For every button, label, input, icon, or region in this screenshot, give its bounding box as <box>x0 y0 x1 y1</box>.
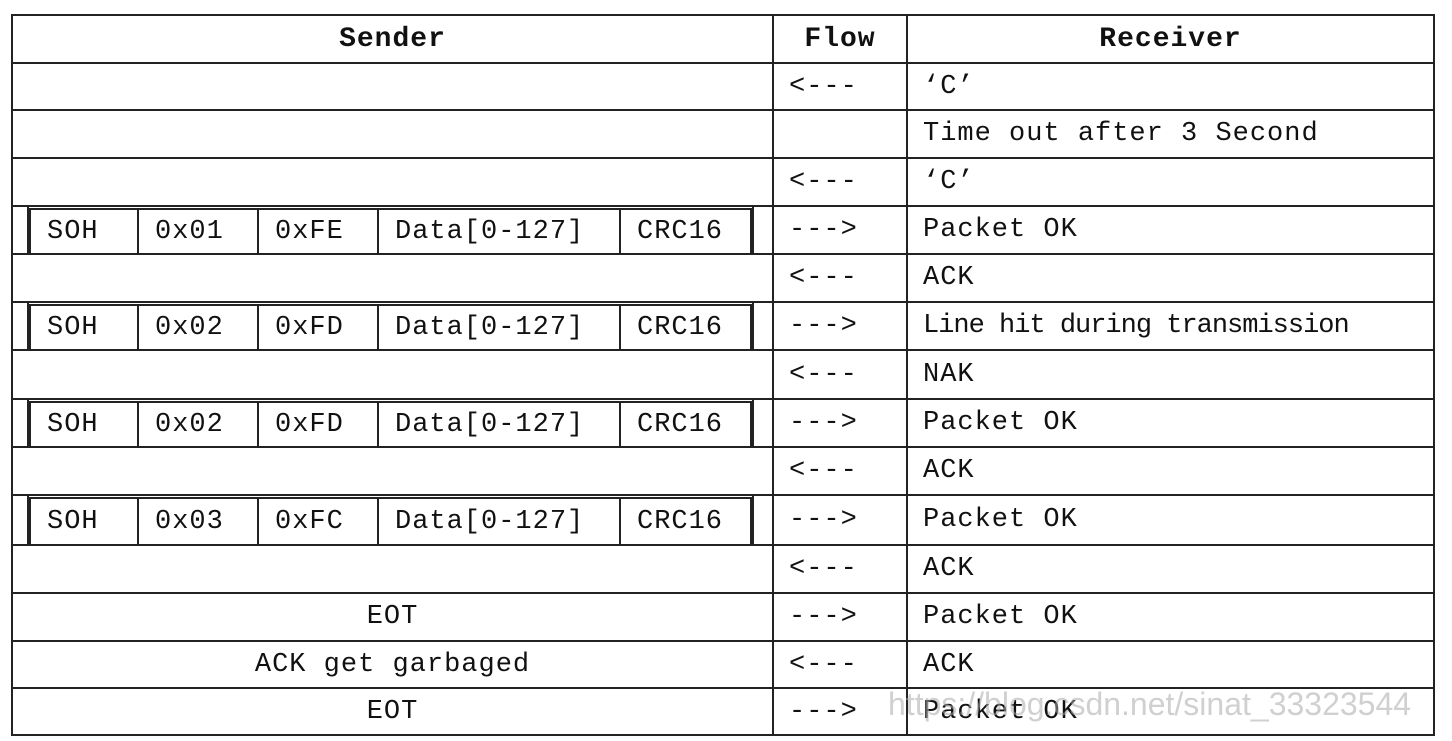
packet-field-block-number: 0x02 <box>139 306 259 349</box>
table-row: SOH 0x01 0xFE Data[0-127] CRC16 ---> Pac… <box>13 207 1433 255</box>
receiver-cell: ACK <box>906 255 1433 301</box>
sender-cell: EOT <box>366 696 419 727</box>
packet-field-crc: CRC16 <box>637 409 724 440</box>
receiver-cell: ‘C’ <box>906 159 1433 205</box>
packet-field-block-number: 0x01 <box>139 210 259 253</box>
sender-cell: SOH 0x02 0xFD Data[0-127] CRC16 <box>13 400 772 446</box>
flow-cell: ---> <box>772 303 906 349</box>
table-row: <--- ACK <box>13 448 1433 496</box>
sender-cell: SOH 0x02 0xFD Data[0-127] CRC16 <box>13 303 772 349</box>
flow-cell: <--- <box>772 159 906 205</box>
table-row: SOH 0x02 0xFD Data[0-127] CRC16 ---> Lin… <box>13 303 1433 351</box>
table-row: <--- NAK <box>13 351 1433 400</box>
header-flow: Flow <box>772 16 906 62</box>
packet-field-block-number: 0x02 <box>139 403 259 446</box>
packet-field-soh: SOH <box>31 210 139 253</box>
receiver-cell: Packet OK <box>906 689 1433 734</box>
receiver-cell: Time out after 3 Second <box>906 111 1433 157</box>
packet-frame: SOH 0x02 0xFD Data[0-127] CRC16 <box>27 303 754 349</box>
table-row: Time out after 3 Second <box>13 111 1433 159</box>
sender-cell <box>13 546 772 592</box>
flow-cell: ---> <box>772 496 906 544</box>
packet-field-block-complement: 0xFC <box>259 499 379 544</box>
sender-cell: EOT <box>366 602 419 632</box>
flow-cell: <--- <box>772 255 906 301</box>
packet-field-block-complement: 0xFD <box>259 306 379 349</box>
packet-fields: SOH 0x03 0xFC Data[0-127] CRC16 <box>29 497 752 544</box>
sender-cell: SOH 0x03 0xFC Data[0-127] CRC16 <box>13 496 772 544</box>
packet-field-block-complement: 0xFE <box>259 210 379 253</box>
packet-field-soh: SOH <box>31 403 139 446</box>
flow-cell: <--- <box>772 448 906 494</box>
packet-fields: SOH 0x01 0xFE Data[0-127] CRC16 <box>29 208 752 253</box>
sender-cell <box>13 64 772 109</box>
sender-cell <box>13 111 772 157</box>
receiver-cell: ACK <box>906 642 1433 687</box>
receiver-cell: ‘C’ <box>906 64 1433 109</box>
table-row: SOH 0x02 0xFD Data[0-127] CRC16 ---> Pac… <box>13 400 1433 448</box>
receiver-cell: Line hit during transmission <box>906 303 1433 349</box>
table-row: <--- ACK <box>13 546 1433 594</box>
receiver-cell: NAK <box>906 351 1433 398</box>
table-row: <--- ‘C’ <box>13 64 1433 111</box>
packet-field-data: Data[0-127] <box>379 499 621 544</box>
flow-cell: <--- <box>772 546 906 592</box>
receiver-cell: Packet OK <box>906 207 1433 253</box>
packet-fields: SOH 0x02 0xFD Data[0-127] CRC16 <box>29 304 752 349</box>
flow-cell: <--- <box>772 642 906 687</box>
packet-frame: SOH 0x02 0xFD Data[0-127] CRC16 <box>27 400 754 446</box>
flow-cell <box>772 111 906 157</box>
receiver-cell: Packet OK <box>906 496 1433 544</box>
table-header: Sender Flow Receiver <box>13 16 1433 64</box>
packet-field-crc: CRC16 <box>637 506 724 537</box>
header-receiver: Receiver <box>906 16 1433 62</box>
table-row: <--- ‘C’ <box>13 159 1433 207</box>
flow-cell: <--- <box>772 64 906 109</box>
receiver-cell: ACK <box>906 546 1433 592</box>
packet-field-crc: CRC16 <box>637 312 724 343</box>
sender-cell <box>13 255 772 301</box>
packet-frame: SOH 0x01 0xFE Data[0-127] CRC16 <box>27 207 754 253</box>
protocol-table: Sender Flow Receiver <--- ‘C’ Time out a… <box>11 14 1435 736</box>
packet-field-crc: CRC16 <box>637 216 724 247</box>
table-row: SOH 0x03 0xFC Data[0-127] CRC16 ---> Pac… <box>13 496 1433 546</box>
receiver-cell: ACK <box>906 448 1433 494</box>
flow-cell: ---> <box>772 594 906 640</box>
header-sender: Sender <box>339 23 446 55</box>
sender-cell <box>13 448 772 494</box>
table-row: ACK get garbaged <--- ACK <box>13 642 1433 689</box>
packet-field-block-number: 0x03 <box>139 499 259 544</box>
packet-fields: SOH 0x02 0xFD Data[0-127] CRC16 <box>29 401 752 446</box>
flow-cell: ---> <box>772 207 906 253</box>
sender-cell: ACK get garbaged <box>254 649 531 680</box>
packet-field-data: Data[0-127] <box>379 210 621 253</box>
packet-field-data: Data[0-127] <box>379 306 621 349</box>
table-row: EOT ---> Packet OK <box>13 594 1433 642</box>
table-row: EOT ---> Packet OK <box>13 689 1433 734</box>
packet-field-data: Data[0-127] <box>379 403 621 446</box>
packet-field-soh: SOH <box>31 306 139 349</box>
sender-cell <box>13 159 772 205</box>
receiver-cell: Packet OK <box>906 594 1433 640</box>
table-row: <--- ACK <box>13 255 1433 303</box>
flow-cell: ---> <box>772 400 906 446</box>
watermark: https://blog.csdn.net/sinat_33323544 <box>888 686 1412 722</box>
receiver-cell: Packet OK <box>906 400 1433 446</box>
flow-cell: <--- <box>772 351 906 398</box>
sender-cell <box>13 351 772 398</box>
packet-frame: SOH 0x03 0xFC Data[0-127] CRC16 <box>27 496 754 544</box>
flow-cell: ---> <box>772 689 906 734</box>
sender-cell: SOH 0x01 0xFE Data[0-127] CRC16 <box>13 207 772 253</box>
packet-field-block-complement: 0xFD <box>259 403 379 446</box>
packet-field-soh: SOH <box>31 499 139 544</box>
